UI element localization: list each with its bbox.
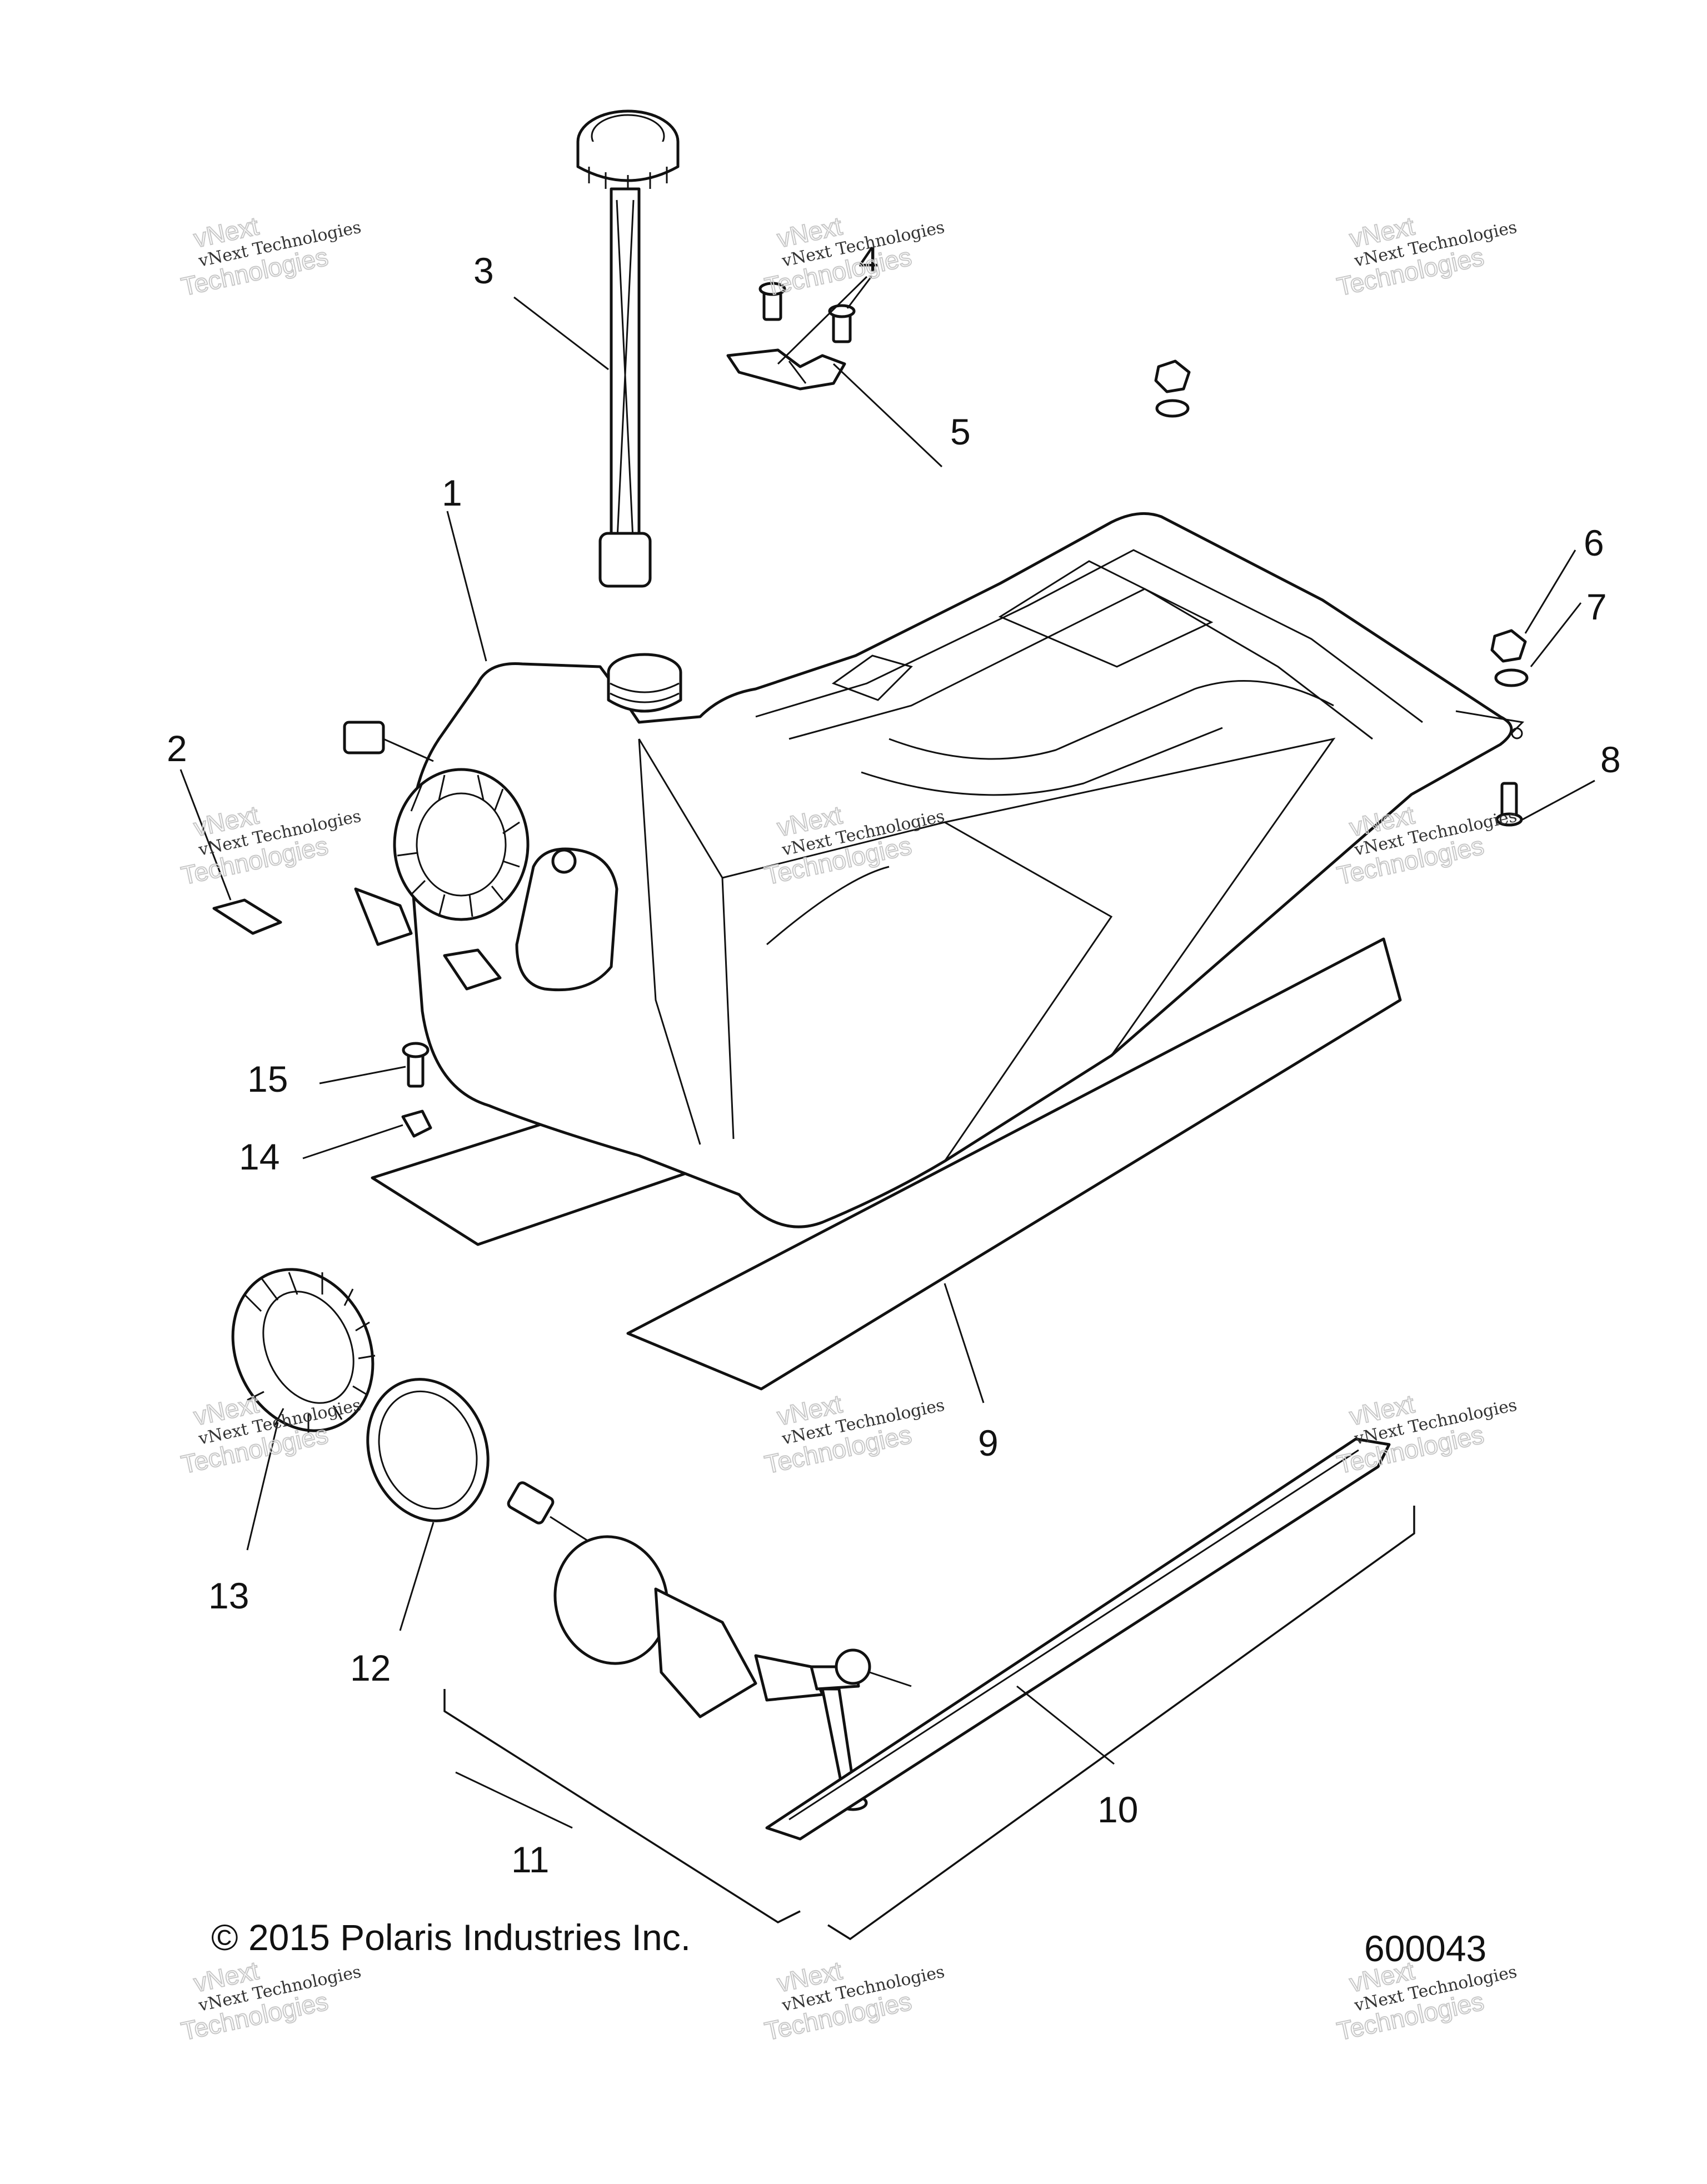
callout-1: 1	[442, 472, 462, 513]
callout-5: 5	[950, 411, 971, 452]
pad-part-2	[212, 898, 282, 935]
copyright-text: © 2015 Polaris Industries Inc.	[211, 1917, 691, 1958]
pump-seal	[366, 1378, 490, 1522]
watermark: vNext vNext Technologies Technologies	[178, 211, 363, 302]
callout-4: 4	[859, 239, 879, 280]
callout-10: 10	[1097, 1789, 1138, 1830]
callout-2: 2	[167, 728, 187, 769]
leader-lines	[179, 276, 1595, 1829]
watermark: vNext vNext Technologies Technologies	[761, 1388, 946, 1480]
callout-9: 9	[978, 1422, 999, 1463]
fuel-pump-assembly	[507, 1481, 912, 1811]
callout-3: 3	[473, 250, 494, 291]
callout-7: 7	[1586, 586, 1607, 627]
callout-labels: 1 2 3 4 5 6 7 8 9 10 11 12 13 14 15	[167, 239, 1621, 1880]
watermark: vNext vNext Technologies Technologies	[178, 799, 363, 891]
watermark: vNext vNext Technologies Technologies	[761, 211, 946, 302]
callout-11: 11	[511, 1839, 550, 1880]
watermark: vNext vNext Technologies Technologies	[761, 1955, 946, 2046]
diagram-number: 600043	[1364, 1928, 1486, 1969]
watermark: vNext vNext Technologies Technologies	[1334, 211, 1519, 302]
callout-12: 12	[350, 1647, 391, 1688]
sender-strip	[765, 1437, 1391, 1841]
group-brackets	[443, 1506, 1415, 1941]
fuel-cap-sender	[576, 109, 680, 588]
callout-13: 13	[208, 1575, 249, 1616]
watermark: vNext vNext Technologies Technologies	[1334, 1388, 1519, 1480]
bolt-and-clip	[401, 1042, 432, 1138]
fuel-tank	[343, 512, 1525, 1228]
screws-and-bracket	[726, 282, 856, 391]
callout-6: 6	[1584, 522, 1604, 563]
callout-15: 15	[247, 1058, 288, 1100]
lock-ring	[231, 1268, 376, 1433]
callout-14: 14	[239, 1136, 279, 1177]
callout-8: 8	[1600, 739, 1621, 780]
nuts-and-washers	[1154, 359, 1529, 827]
